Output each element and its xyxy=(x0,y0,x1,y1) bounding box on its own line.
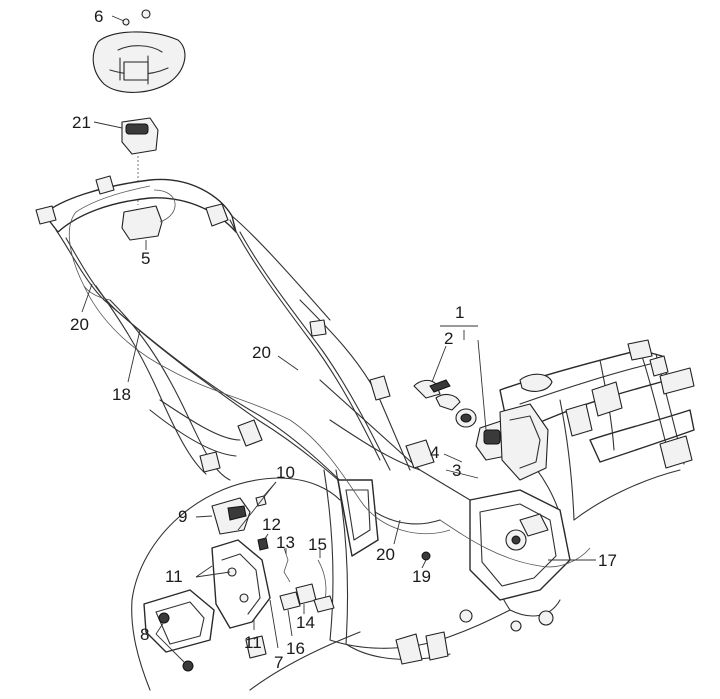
label-part-10: 10 xyxy=(276,463,295,482)
label-part-20-lower: 20 xyxy=(376,545,395,564)
label-part-6: 6 xyxy=(94,7,103,26)
label-part-9: 9 xyxy=(178,507,187,526)
label-part-2: 2 xyxy=(444,329,453,348)
label-part-5: 5 xyxy=(141,249,150,268)
label-part-3: 3 xyxy=(452,461,461,480)
main-frame xyxy=(35,175,511,665)
label-part-12: 12 xyxy=(262,515,281,534)
frame-leaders xyxy=(81,283,427,569)
bracket-21 xyxy=(93,117,159,205)
label-part-8: 8 xyxy=(140,625,149,644)
label-part-19: 19 xyxy=(412,567,431,586)
top-cover xyxy=(92,31,186,93)
label-part-18: 18 xyxy=(112,385,131,404)
lock-assembly xyxy=(413,325,549,481)
label-part-20-left: 20 xyxy=(70,315,89,334)
label-part-11-upper: 11 xyxy=(165,567,183,586)
detail-inset xyxy=(131,477,361,691)
label-part-11-lower: 11 xyxy=(244,633,262,652)
wiring-harness xyxy=(68,185,451,535)
label-part-14: 14 xyxy=(296,613,315,632)
label-part-17: 17 xyxy=(598,551,617,570)
screw-6 xyxy=(111,9,151,26)
label-part-15: 15 xyxy=(308,535,327,554)
label-part-1: 1 xyxy=(455,303,464,322)
part-labels: 6 21 5 20 18 20 1 2 4 3 10 9 12 13 15 20… xyxy=(70,7,617,672)
label-part-4: 4 xyxy=(430,443,439,462)
label-part-21: 21 xyxy=(72,113,91,132)
label-part-16: 16 xyxy=(286,639,305,658)
label-part-7: 7 xyxy=(274,653,283,672)
label-part-13: 13 xyxy=(276,533,295,552)
engine-mount xyxy=(421,489,596,601)
label-part-20-center: 20 xyxy=(252,343,271,362)
bracket-5 xyxy=(121,205,163,250)
